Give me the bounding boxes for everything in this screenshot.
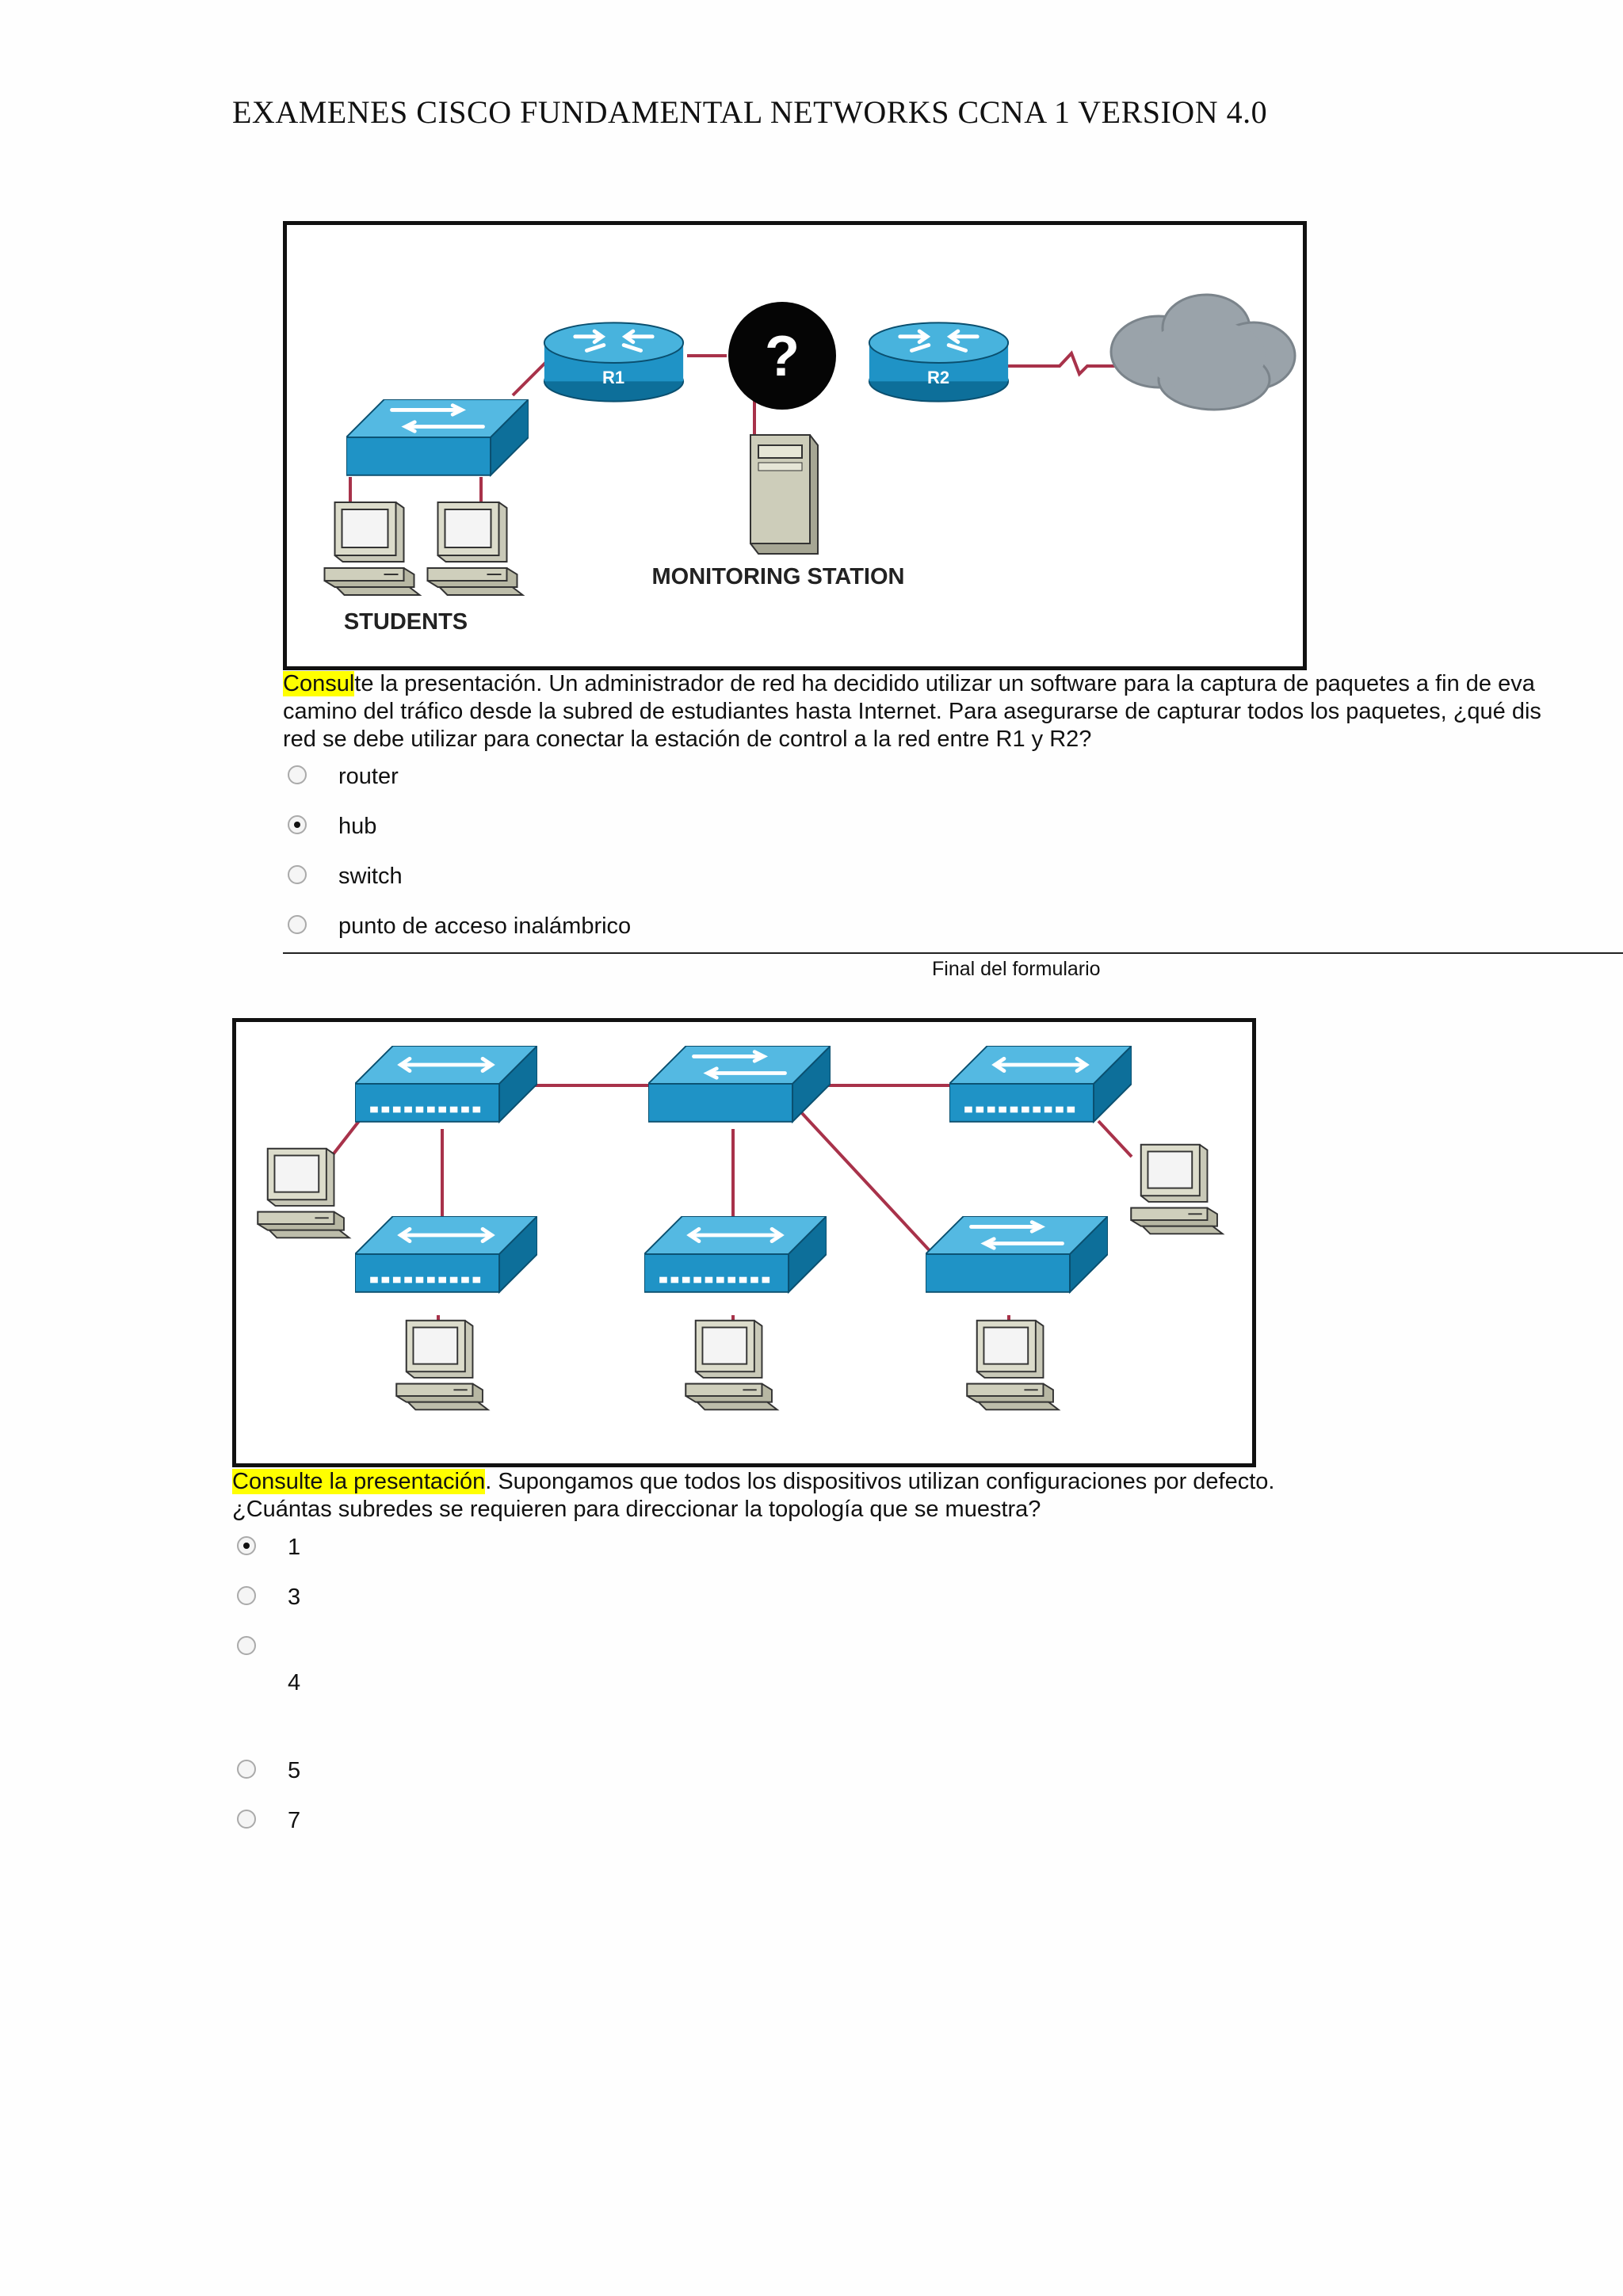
router-label-r2: R2 (927, 368, 949, 387)
question-1-line-1: te la presentación. Un administrador de … (354, 671, 1535, 696)
radio-option-3[interactable] (237, 1586, 256, 1605)
question-2-text: Consulte la presentación. Supongamos que… (232, 1468, 1274, 1524)
network-diagram-1: R1 R2 ? MONITORING STATION STUDENTS (283, 221, 1307, 670)
switch-icon-bottom-right (926, 1216, 1108, 1292)
option-label-wireless-ap: punto de acceso inalámbrico (338, 913, 632, 939)
radio-option-hub[interactable] (288, 815, 307, 834)
hub-icon-top-right (949, 1046, 1132, 1122)
server-icon (750, 434, 819, 555)
question-2-line-2: ¿Cuántas subredes se requieren para dire… (232, 1497, 1041, 1522)
pc-icon-bottom-center (685, 1321, 777, 1410)
link-switch1-switch2 (789, 1100, 947, 1269)
radio-option-router[interactable] (288, 765, 307, 784)
hub-icon-bottom-center (644, 1216, 827, 1292)
radio-option-5[interactable] (237, 1760, 256, 1779)
students-label: STUDENTS (344, 609, 468, 635)
question-2-line-1: . Supongamos que todos los dispositivos … (485, 1469, 1275, 1494)
monitoring-station-label: MONITORING STATION (652, 564, 905, 589)
link-switch-r1 (511, 358, 550, 397)
question-1-line-3: red se debe utilizar para conectar la es… (283, 727, 1092, 752)
hub-icon-top-left (355, 1046, 537, 1122)
radio-option-4[interactable] (237, 1636, 256, 1655)
radio-option-7[interactable] (237, 1810, 256, 1829)
page-header: EXAMENES CISCO FUNDAMENTAL NETWORKS CCNA… (232, 94, 1268, 130)
hub-icon-bottom-left (355, 1216, 537, 1292)
radio-option-1[interactable] (237, 1536, 256, 1555)
form-end-label: Final del formulario (932, 958, 1101, 980)
pc-icon-bottom-left (396, 1321, 487, 1410)
router-label-r1: R1 (602, 368, 624, 387)
question-1-line-2: camino del tráfico desde la subred de es… (283, 699, 1541, 724)
option-label-3: 3 (288, 1585, 301, 1610)
pc-icon-student-2 (428, 502, 523, 595)
question-mark-label: ? (765, 325, 800, 388)
pc-icon-student-1 (325, 502, 420, 595)
pc-icon-bottom-right (967, 1321, 1058, 1410)
option-label-4: 4 (288, 1670, 301, 1695)
option-label-5: 5 (288, 1758, 301, 1783)
option-label-switch: switch (338, 864, 403, 889)
router-icon-r1 (544, 322, 683, 401)
highlight-consult: Consul (283, 671, 355, 696)
option-label-1: 1 (288, 1535, 301, 1560)
switch-icon-top-center (648, 1046, 831, 1122)
question-1-text: Consulte la presentación. Un administrad… (283, 670, 1541, 753)
radio-option-switch[interactable] (288, 865, 307, 884)
highlight-consult-presentation: Consulte la presentación (232, 1469, 486, 1494)
link-hub1-pc (330, 1119, 361, 1158)
link-hub2-pc (1097, 1119, 1133, 1158)
switch-icon (346, 399, 529, 475)
network-diagram-2 (232, 1018, 1256, 1467)
question-device-icon (728, 302, 836, 410)
option-label-hub: hub (338, 814, 377, 839)
pc-icon-left (258, 1149, 349, 1238)
radio-option-wireless-ap[interactable] (288, 915, 307, 934)
pc-icon-right (1131, 1145, 1222, 1234)
option-label-router: router (338, 764, 399, 789)
option-label-7: 7 (288, 1808, 301, 1833)
form-end-divider (283, 952, 1623, 954)
cloud-icon (1109, 293, 1296, 411)
router-icon-r2 (869, 322, 1008, 401)
